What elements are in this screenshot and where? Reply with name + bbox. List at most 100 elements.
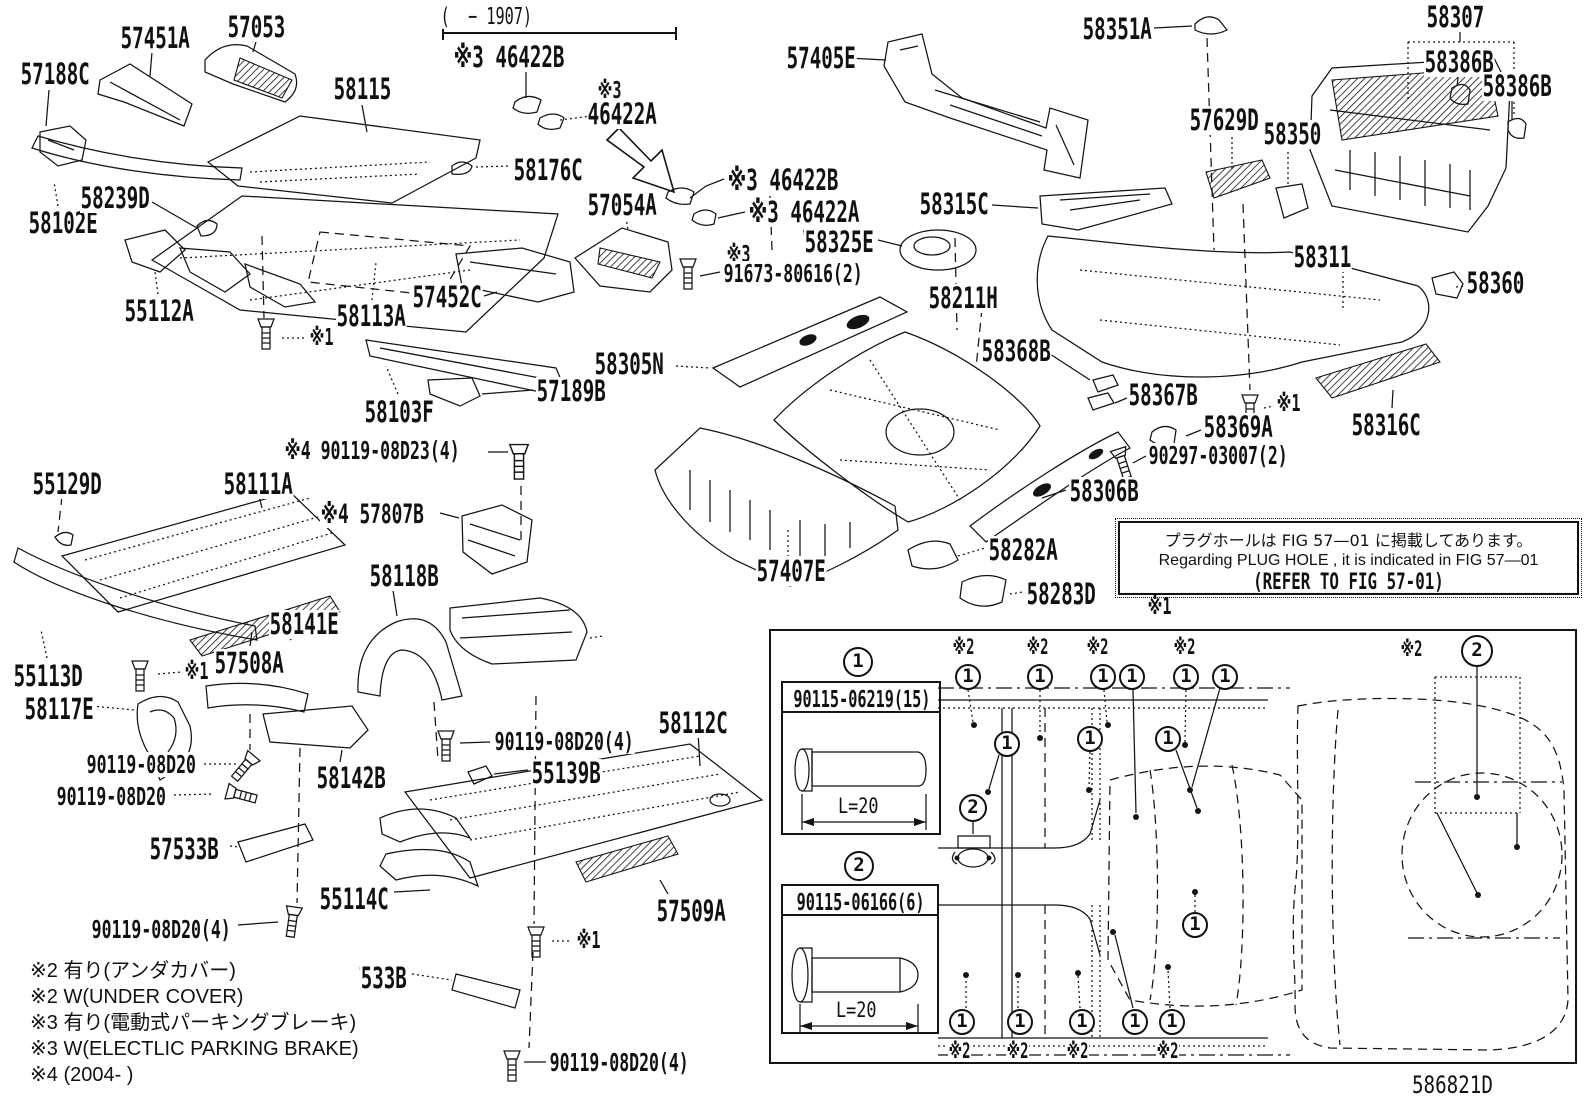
part-label: 58102E bbox=[28, 206, 99, 240]
callout-circle-1: 1 bbox=[1182, 912, 1208, 938]
callout-circle-1: 1 bbox=[994, 731, 1020, 757]
plug-hole-note-box: プラグホールは FIG 57—01 に掲載してあります。 Regarding P… bbox=[1114, 517, 1583, 599]
part-label: 58103F bbox=[364, 395, 435, 429]
callout-circle-1: 1 bbox=[1007, 1009, 1033, 1035]
callout-circle-1: 1 bbox=[1069, 1009, 1095, 1035]
part-label: 91673-80616(2) bbox=[723, 259, 864, 288]
part-label: ※2 bbox=[1066, 1039, 1090, 1063]
part-label: 90297-03007(2) bbox=[1148, 441, 1289, 470]
part-label: 58282A bbox=[988, 533, 1059, 567]
callout-circle-1: 1 bbox=[1212, 664, 1238, 690]
part-label: ※2 bbox=[952, 635, 976, 659]
part-label: 90119-08D20 bbox=[86, 750, 197, 779]
part-label: 58176C bbox=[513, 153, 584, 187]
part-label: ※1 bbox=[1147, 594, 1173, 620]
part-label: 57509A bbox=[656, 894, 727, 928]
part-label: 58306B bbox=[1069, 474, 1140, 508]
legend-line: ※3 有り(電動式パーキングブレーキ) bbox=[30, 1012, 357, 1034]
part-label: 58239D bbox=[80, 181, 151, 215]
part-label: ※4 90119-08D23(4) bbox=[284, 436, 461, 465]
part-label: 58325E bbox=[804, 225, 875, 259]
callout-circle-1: 1 bbox=[1122, 1009, 1148, 1035]
part-label: 58283D bbox=[1026, 577, 1097, 611]
part-label: ※2 bbox=[1400, 637, 1424, 661]
part-label: ※2 bbox=[948, 1039, 972, 1063]
part-label: 58311 bbox=[1293, 240, 1352, 274]
part-label: 55139B bbox=[531, 756, 602, 790]
part-label: 57629D bbox=[1189, 103, 1260, 137]
part-label: ※2 bbox=[1173, 635, 1197, 659]
part-label: ※1 bbox=[184, 659, 210, 685]
part-label: ※1 bbox=[576, 928, 602, 954]
part-label: ※3 46422B bbox=[453, 40, 566, 74]
part-label: ※2 bbox=[1086, 635, 1110, 659]
callout-circle-1: 1 bbox=[1155, 726, 1181, 752]
part-label: 57451A bbox=[120, 21, 191, 55]
part-label: 58369A bbox=[1203, 410, 1274, 444]
callout-circle-1: 1 bbox=[949, 1009, 975, 1035]
fastener2-length-label: L=20 bbox=[836, 998, 877, 1022]
part-label: 55114C bbox=[319, 882, 390, 916]
part-label: 58386B bbox=[1482, 69, 1553, 103]
callout-circle-1: 1 bbox=[1077, 726, 1103, 752]
part-label: 55113D bbox=[13, 659, 84, 693]
part-label: 58305N bbox=[594, 347, 665, 381]
part-label: 57407E bbox=[756, 554, 827, 588]
part-label: 57189B bbox=[536, 374, 607, 408]
part-label: 57188C bbox=[20, 57, 91, 91]
callout-circle-2: 2 bbox=[959, 794, 987, 822]
part-label: 58112C bbox=[658, 706, 729, 740]
part-label: ※3 bbox=[597, 78, 623, 104]
part-label: 90119-08D20(4) bbox=[549, 1048, 690, 1077]
part-label: ( − 1907) bbox=[440, 4, 533, 30]
callout-circle-1: 1 bbox=[1119, 664, 1145, 690]
part-label: 90119-08D20(4) bbox=[91, 915, 232, 944]
part-label: 55129D bbox=[32, 467, 103, 501]
part-label: ※2 bbox=[1156, 1039, 1180, 1063]
part-label: 58368B bbox=[981, 334, 1052, 368]
part-label: 58141E bbox=[269, 607, 340, 641]
part-label: 58307 bbox=[1426, 0, 1485, 34]
callout-circle-1: 1 bbox=[1027, 664, 1053, 690]
note-line-english: Regarding PLUG HOLE , it is indicated in… bbox=[1158, 552, 1539, 569]
callout-circle-2: 2 bbox=[1461, 635, 1493, 667]
note-line-japanese: プラグホールは FIG 57—01 に掲載してあります。 bbox=[1164, 531, 1533, 550]
part-label: 46422A bbox=[587, 97, 658, 131]
note-line-refer: (REFER TO FIG 57-01) bbox=[1253, 570, 1444, 595]
part-label: 58316C bbox=[1351, 408, 1422, 442]
figure-document-number: 586821D bbox=[1412, 1071, 1493, 1099]
part-label: ※2 bbox=[1006, 1039, 1030, 1063]
part-label: 58315C bbox=[919, 187, 990, 221]
fastener1-part-number: 90115-06219(15) bbox=[793, 687, 931, 713]
part-label: ※1 bbox=[1276, 391, 1302, 417]
part-label: 90119-08D20(4) bbox=[494, 727, 635, 756]
part-label: 57053 bbox=[227, 10, 286, 44]
legend-line: ※4 (2004- ) bbox=[30, 1064, 134, 1086]
part-label: 57405E bbox=[786, 41, 857, 75]
part-label: 58367B bbox=[1128, 378, 1199, 412]
callout-circle-1: 1 bbox=[1159, 1009, 1185, 1035]
part-label: 57533B bbox=[149, 832, 220, 866]
part-label: ※2 bbox=[1026, 635, 1050, 659]
part-label: 58115 bbox=[333, 72, 392, 106]
part-label: 55112A bbox=[124, 294, 195, 328]
legend-line: ※2 W(UNDER COVER) bbox=[30, 986, 244, 1008]
part-label: ※4 57807B bbox=[320, 499, 425, 530]
footnote-legend: ※2 有り(アンダカバー) ※2 W(UNDER COVER) ※3 有り(電動… bbox=[30, 958, 359, 1088]
callout-circle-1: 1 bbox=[955, 664, 981, 690]
part-label: 58113A bbox=[336, 299, 407, 333]
legend-line: ※3 W(ELECTLIC PARKING BRAKE) bbox=[30, 1038, 359, 1060]
fastener2-part-number: 90115-06166(6) bbox=[796, 890, 925, 916]
part-label: 57054A bbox=[587, 188, 658, 222]
part-label: ※3 46422B bbox=[727, 163, 840, 197]
part-label: ※3 46422A bbox=[748, 195, 861, 229]
part-label: 58111A bbox=[223, 467, 294, 501]
callout-circle-1: 1 bbox=[843, 647, 873, 677]
part-label: 58350 bbox=[1263, 117, 1322, 151]
part-label: 90119-08D20 bbox=[56, 782, 167, 811]
part-label: 58117E bbox=[24, 692, 95, 726]
part-label: 58360 bbox=[1466, 266, 1525, 300]
callout-circle-2: 2 bbox=[844, 851, 874, 881]
part-label: 58118B bbox=[369, 559, 440, 593]
part-label: 57508A bbox=[214, 646, 285, 680]
